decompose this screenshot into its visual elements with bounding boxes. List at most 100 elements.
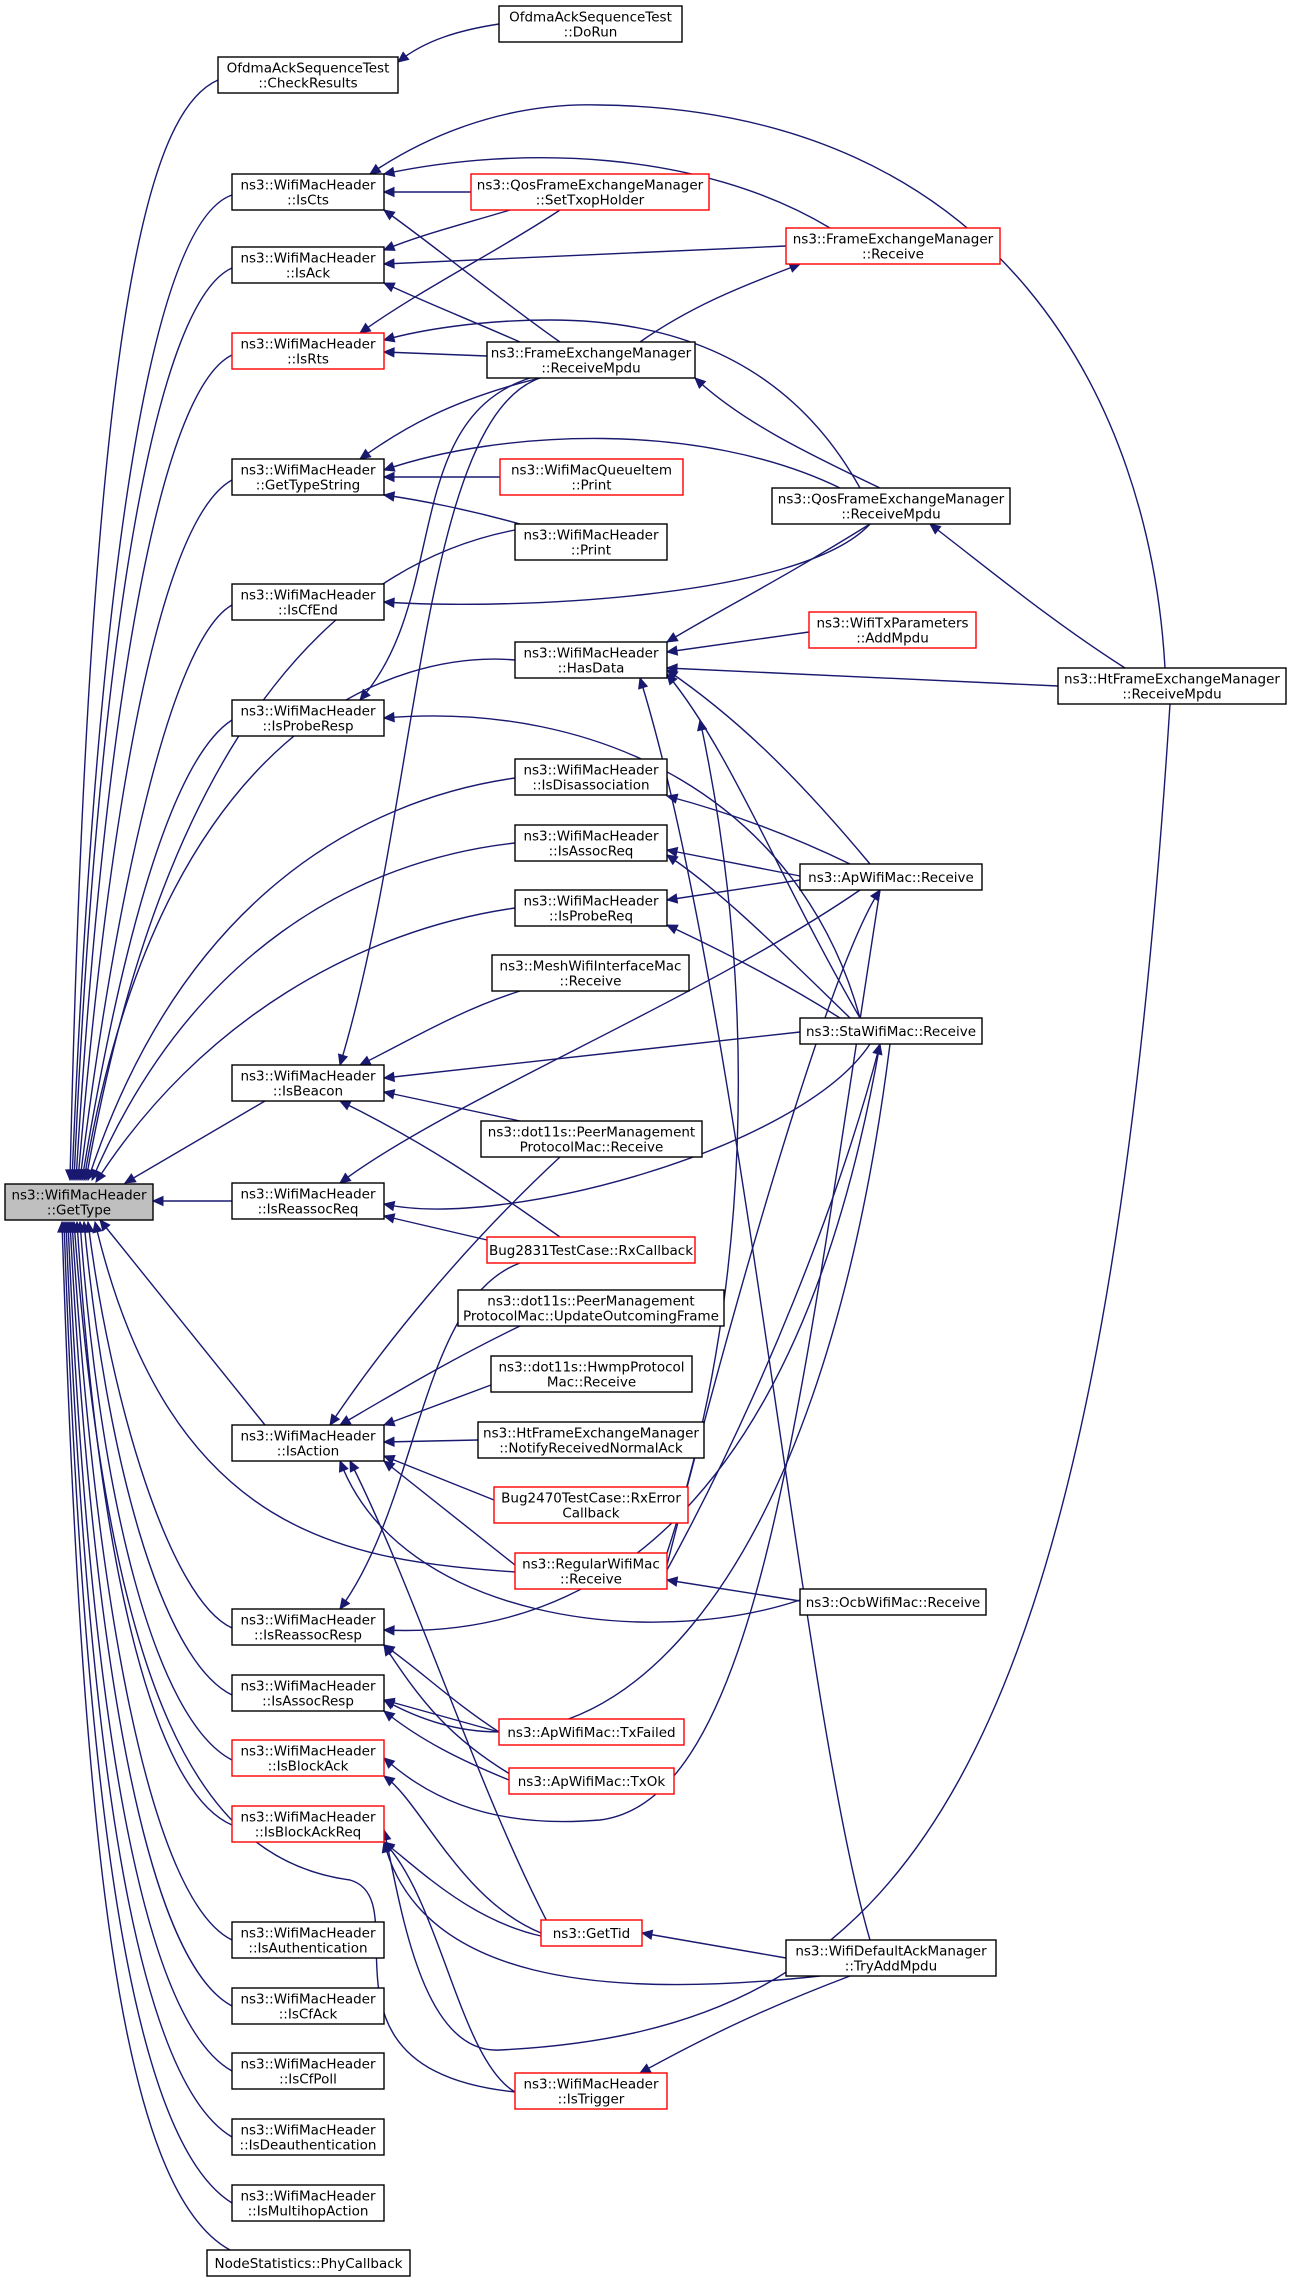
node-box: [231, 1608, 385, 1646]
edge-istrigger-to-isblockackreq: [383, 1841, 516, 2093]
node-box: [498, 5, 683, 43]
node-box: [470, 173, 710, 211]
node-box: [514, 889, 668, 927]
edge-stawifimac_receive-to-isproberesp-arrowhead: [382, 711, 395, 723]
edge-isdeauth-to-gettype: [65, 1221, 233, 2138]
node-isbeacon[interactable]: ns3::WifiMacHeader::IsBeacon: [231, 1064, 385, 1102]
node-ap_txok[interactable]: ns3::ApWifiMac::TxOk: [508, 1767, 675, 1795]
edge-ocb_receive-to-regular_receive-arrowhead: [665, 1576, 679, 1587]
node-peermgmt_receive[interactable]: ns3::dot11s::PeerManagementProtocolMac::…: [480, 1120, 703, 1158]
node-gettypestring[interactable]: ns3::WifiMacHeader::GetTypeString: [231, 458, 385, 496]
node-gettype[interactable]: ns3::WifiMacHeader::GetType: [4, 1183, 154, 1221]
edge-nodestats-to-gettype-arrowhead: [57, 1220, 68, 1233]
node-isprobereq[interactable]: ns3::WifiMacHeader::IsProbeReq: [514, 889, 668, 927]
node-box: [231, 2052, 385, 2090]
node-bug2831_rxcb[interactable]: Bug2831TestCase::RxCallback: [486, 1236, 696, 1264]
edge-peermgmt_receive-to-isbeacon-arrowhead: [382, 1089, 396, 1100]
node-label: ns3::WifiMacHeader: [240, 704, 376, 720]
node-isreassocresp[interactable]: ns3::WifiMacHeader::IsReassocResp: [231, 1608, 385, 1646]
node-label: ::NotifyReceivedNormalAck: [499, 1441, 683, 1457]
edge-isdisassoc-to-gettype: [87, 777, 516, 1181]
node-label: ns3::HtFrameExchangeManager: [1064, 672, 1280, 688]
edge-bug2831_rxcb-to-isreassocreq-arrowhead: [382, 1213, 396, 1224]
node-label: ::ReceiveMpdu: [1122, 687, 1221, 703]
node-nodestats[interactable]: NodeStatistics::PhyCallback: [206, 2249, 411, 2277]
node-label: ::ReceiveMpdu: [841, 507, 940, 523]
edge-bug2831_rxcb-to-isbeacon: [339, 1100, 561, 1238]
node-regular_receive[interactable]: ns3::RegularWifiMac::Receive: [514, 1552, 668, 1590]
node-label: ::IsAuthentication: [248, 1941, 367, 1957]
edge-defack_tryadd-to-gettid-arrowhead: [640, 1929, 654, 1940]
node-label: ns3::WifiMacHeader: [240, 1992, 376, 2008]
node-isdisassoc[interactable]: ns3::WifiMacHeader::IsDisassociation: [514, 758, 668, 796]
node-ofdma_check[interactable]: OfdmaAckSequenceTest::CheckResults: [217, 56, 399, 94]
node-istrigger[interactable]: ns3::WifiMacHeader::IsTrigger: [514, 2072, 668, 2110]
node-label: ::Receive: [862, 247, 924, 263]
node-hdr_print[interactable]: ns3::WifiMacHeader::Print: [514, 523, 668, 561]
node-hasdata[interactable]: ns3::WifiMacHeader::HasData: [514, 641, 668, 679]
node-label: ns3::WifiMacHeader: [523, 646, 659, 662]
edge-defack_tryadd-to-hasdata-arrowhead: [638, 676, 649, 690]
node-label: ns3::dot11s::PeerManagement: [487, 1294, 694, 1310]
node-isassocreq[interactable]: ns3::WifiMacHeader::IsAssocReq: [514, 824, 668, 862]
node-isack[interactable]: ns3::WifiMacHeader::IsAck: [231, 246, 385, 284]
edge-apwifimac_receive-to-isassocreq: [666, 849, 801, 877]
node-iscfpoll[interactable]: ns3::WifiMacHeader::IsCfPoll: [231, 2052, 385, 2090]
edge-ap_txok-to-isreassocresp-arrowhead: [383, 1643, 395, 1657]
edge-bug2831_rxcb-to-isreassocresp-arrowhead: [339, 1597, 351, 1610]
edge-hdr_print-to-gettype-arrowhead: [82, 1168, 94, 1182]
node-box: [499, 458, 684, 496]
node-queueitem_print[interactable]: ns3::WifiMacQueueItem::Print: [499, 458, 684, 496]
edge-ofdma_doRun-to-ofdma_check-arrowhead: [397, 51, 410, 63]
node-iscts[interactable]: ns3::WifiMacHeader::IsCts: [231, 173, 385, 211]
node-stawifimac_receive[interactable]: ns3::StaWifiMac::Receive: [799, 1017, 983, 1045]
edge-apwifimac_receive-to-hasdata: [666, 669, 871, 865]
edge-fem_receive-to-isack: [383, 245, 787, 265]
node-fem_receivempdu[interactable]: ns3::FrameExchangeManager::ReceiveMpdu: [486, 341, 696, 379]
node-label: ns3::RegularWifiMac: [522, 1557, 660, 1573]
node-iscfend[interactable]: ns3::WifiMacHeader::IsCfEnd: [231, 583, 385, 621]
node-ocb_receive[interactable]: ns3::OcbWifiMac::Receive: [799, 1588, 987, 1616]
node-qos_receivempdu[interactable]: ns3::QosFrameExchangeManager::ReceiveMpd…: [771, 487, 1011, 525]
edge-ocb_receive-to-regular_receive: [666, 1579, 801, 1602]
edge-apwifimac_receive-to-isprobereq: [666, 879, 801, 901]
node-fem_receive[interactable]: ns3::FrameExchangeManager::Receive: [785, 227, 1001, 265]
node-isaction[interactable]: ns3::WifiMacHeader::IsAction: [231, 1424, 385, 1462]
node-ismultihop[interactable]: ns3::WifiMacHeader::IsMultihopAction: [231, 2184, 385, 2222]
node-defack_tryadd[interactable]: ns3::WifiDefaultAckManager::TryAddMpdu: [785, 1939, 997, 1977]
node-ofdma_doRun[interactable]: OfdmaAckSequenceTest::DoRun: [498, 5, 683, 43]
node-label: ns3::ApWifiMac::Receive: [808, 870, 974, 886]
node-label: ns3::WifiMacHeader: [523, 528, 659, 544]
node-isreassocreq[interactable]: ns3::WifiMacHeader::IsReassocReq: [231, 1182, 385, 1220]
node-isauthentication[interactable]: ns3::WifiMacHeader::IsAuthentication: [231, 1921, 385, 1959]
node-ht_receivempdu[interactable]: ns3::HtFrameExchangeManager::ReceiveMpdu: [1057, 667, 1287, 705]
edge-hdr_print-to-gettypestring: [383, 494, 521, 525]
node-isproberesp[interactable]: ns3::WifiMacHeader::IsProbeResp: [231, 699, 385, 737]
edge-stawifimac_receive-to-isreassocreq: [383, 1043, 871, 1210]
node-isblockack[interactable]: ns3::WifiMacHeader::IsBlockAck: [231, 1739, 385, 1777]
node-mesh_receive[interactable]: ns3::MeshWifiInterfaceMac::Receive: [491, 954, 690, 992]
node-qos_settxop[interactable]: ns3::QosFrameExchangeManager::SetTxopHol…: [470, 173, 710, 211]
node-isblockackreq[interactable]: ns3::WifiMacHeader::IsBlockAckReq: [231, 1805, 385, 1843]
node-box: [231, 699, 385, 737]
node-ht_notifyack[interactable]: ns3::HtFrameExchangeManager::NotifyRecei…: [477, 1421, 705, 1459]
node-isrts[interactable]: ns3::WifiMacHeader::IsRts: [231, 332, 385, 370]
node-ap_txfailed[interactable]: ns3::ApWifiMac::TxFailed: [498, 1718, 685, 1746]
node-txparams_addmpdu[interactable]: ns3::WifiTxParameters::AddMpdu: [808, 611, 977, 649]
node-isassocresp[interactable]: ns3::WifiMacHeader::IsAssocResp: [231, 1674, 385, 1712]
edge-fem_receive-to-iscts: [383, 157, 831, 229]
node-apwifimac_receive[interactable]: ns3::ApWifiMac::Receive: [799, 863, 983, 891]
node-isdeauth[interactable]: ns3::WifiMacHeader::IsDeauthentication: [231, 2118, 385, 2156]
node-label: ::IsProbeResp: [262, 719, 353, 735]
node-label: ::Print: [571, 543, 611, 559]
node-gettid[interactable]: ns3::GetTid: [540, 1919, 643, 1947]
edge-ap_txok-to-isassocresp: [383, 1710, 510, 1781]
node-peermgmt_update[interactable]: ns3::dot11s::PeerManagementProtocolMac::…: [457, 1289, 725, 1327]
node-label: Bug2470TestCase::RxError: [501, 1491, 681, 1507]
node-label: ns3::QosFrameExchangeManager: [477, 178, 704, 194]
node-label: ::IsDeauthentication: [240, 2138, 377, 2154]
node-iscfack[interactable]: ns3::WifiMacHeader::IsCfAck: [231, 1987, 385, 2025]
edge-iscfack-to-gettype: [69, 1221, 233, 2007]
